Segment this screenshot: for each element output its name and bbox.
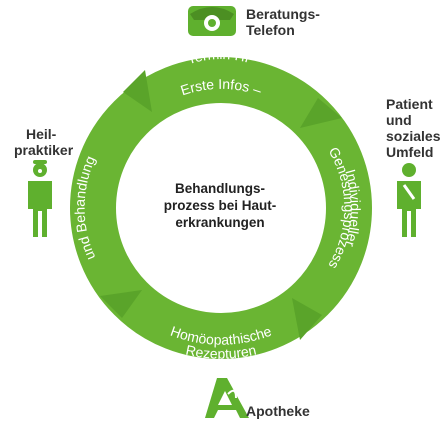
- pharmacy-icon: [205, 378, 249, 418]
- ring-separators: [100, 70, 342, 340]
- center-title-line3: erkrankungen: [175, 215, 265, 230]
- center-title: Behandlungs- prozess bei Haut- erkrankun…: [150, 180, 290, 231]
- segment-top-line2: Termin HP: [185, 46, 256, 67]
- patient-label: Patient und soziales Umfeld: [386, 96, 441, 160]
- practitioner-icon: [28, 160, 52, 237]
- process-ring: [70, 57, 372, 359]
- separator-top-left: [123, 70, 152, 112]
- separator-bottom-left: [100, 290, 142, 318]
- phone-icon: [188, 6, 236, 36]
- segment-top-line1: Erste Infos –: [179, 76, 264, 99]
- phone-label: Beratungs- Telefon: [246, 6, 320, 38]
- segment-right-line1: Individueller: [342, 167, 363, 248]
- patient-icon: [397, 163, 421, 237]
- center-title-line2: prozess bei Haut-: [163, 198, 277, 213]
- center-title-line1: Behandlungs-: [175, 181, 265, 196]
- segment-bottom-line2: Rezepturen: [184, 342, 257, 362]
- separator-top-right: [300, 98, 342, 128]
- practitioner-label: Heil- praktiker: [14, 126, 74, 158]
- separator-bottom-right: [292, 298, 322, 340]
- pharmacy-label: Apotheke: [246, 403, 310, 419]
